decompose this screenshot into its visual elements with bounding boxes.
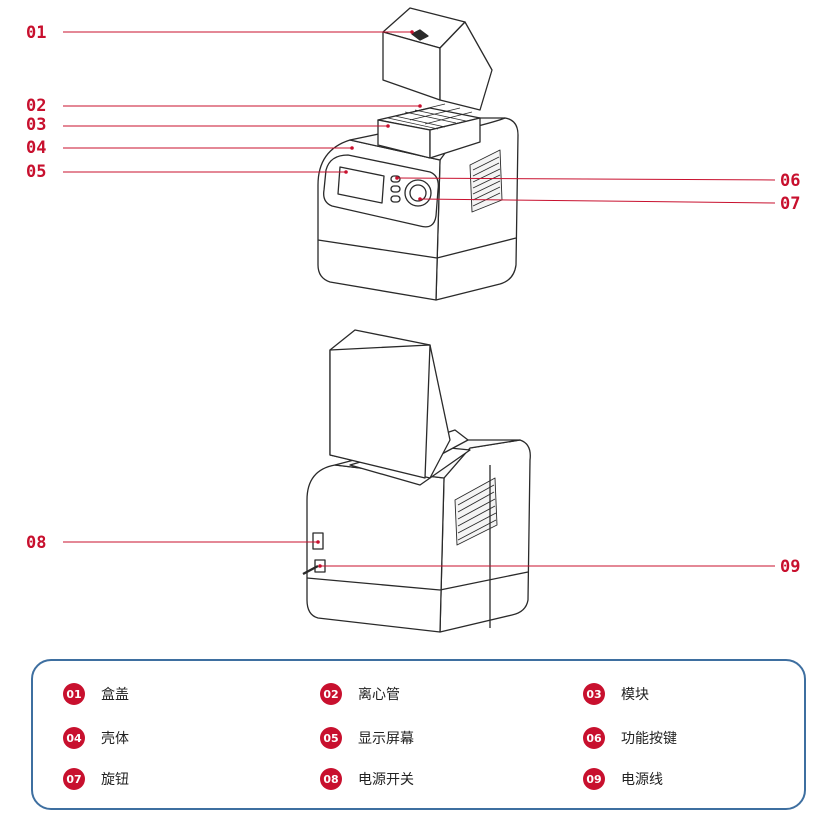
legend-number-badge: 06 <box>583 727 605 749</box>
tube-grid <box>387 103 473 130</box>
callout-number: 01 <box>26 23 46 43</box>
legend-item: 01 盒盖 <box>63 682 129 706</box>
callout-number: 02 <box>26 96 46 116</box>
legend-number-badge: 07 <box>63 768 85 790</box>
leader-line-07 <box>419 198 776 204</box>
display-screen-shape <box>337 166 385 204</box>
callout-number: 08 <box>26 533 46 553</box>
legend-item: 02 离心管 <box>320 682 400 706</box>
legend-number-badge: 02 <box>320 683 342 705</box>
callout-number: 03 <box>26 115 46 135</box>
side-vent <box>469 149 503 213</box>
legend-item: 04 壳体 <box>63 726 129 750</box>
legend-number-badge: 08 <box>320 768 342 790</box>
legend-item: 08 电源开关 <box>320 767 414 791</box>
legend-number-badge: 03 <box>583 683 605 705</box>
legend-number-badge: 09 <box>583 768 605 790</box>
legend-item: 05 显示屏幕 <box>320 726 414 750</box>
legend-label: 旋钮 <box>101 772 129 788</box>
callout-number: 04 <box>26 138 46 158</box>
callout-dots <box>316 30 422 568</box>
legend-label: 显示屏幕 <box>358 731 414 747</box>
callout-number: 05 <box>26 162 46 182</box>
back-view-device <box>302 329 531 633</box>
callout-number: 09 <box>780 557 800 577</box>
legend-item: 03 模块 <box>583 682 649 706</box>
legend-number-badge: 01 <box>63 683 85 705</box>
legend-panel <box>31 659 806 810</box>
leader-line-06 <box>396 177 776 181</box>
callout-lines <box>63 31 776 567</box>
legend-number-badge: 05 <box>320 727 342 749</box>
legend-item: 06 功能按键 <box>583 726 677 750</box>
legend-item: 07 旋钮 <box>63 767 129 791</box>
legend-label: 模块 <box>621 687 649 703</box>
legend-item: 09 电源线 <box>583 767 663 791</box>
legend-label: 电源线 <box>621 772 663 788</box>
front-view-device <box>317 7 519 301</box>
callout-number: 07 <box>780 194 800 214</box>
legend-label: 壳体 <box>101 731 129 747</box>
callout-number: 06 <box>780 171 800 191</box>
legend-number-badge: 04 <box>63 727 85 749</box>
legend-label: 盒盖 <box>101 687 129 703</box>
legend-label: 电源开关 <box>358 772 414 788</box>
legend-label: 功能按键 <box>621 731 677 747</box>
side-vent <box>454 477 498 546</box>
legend-label: 离心管 <box>358 687 400 703</box>
